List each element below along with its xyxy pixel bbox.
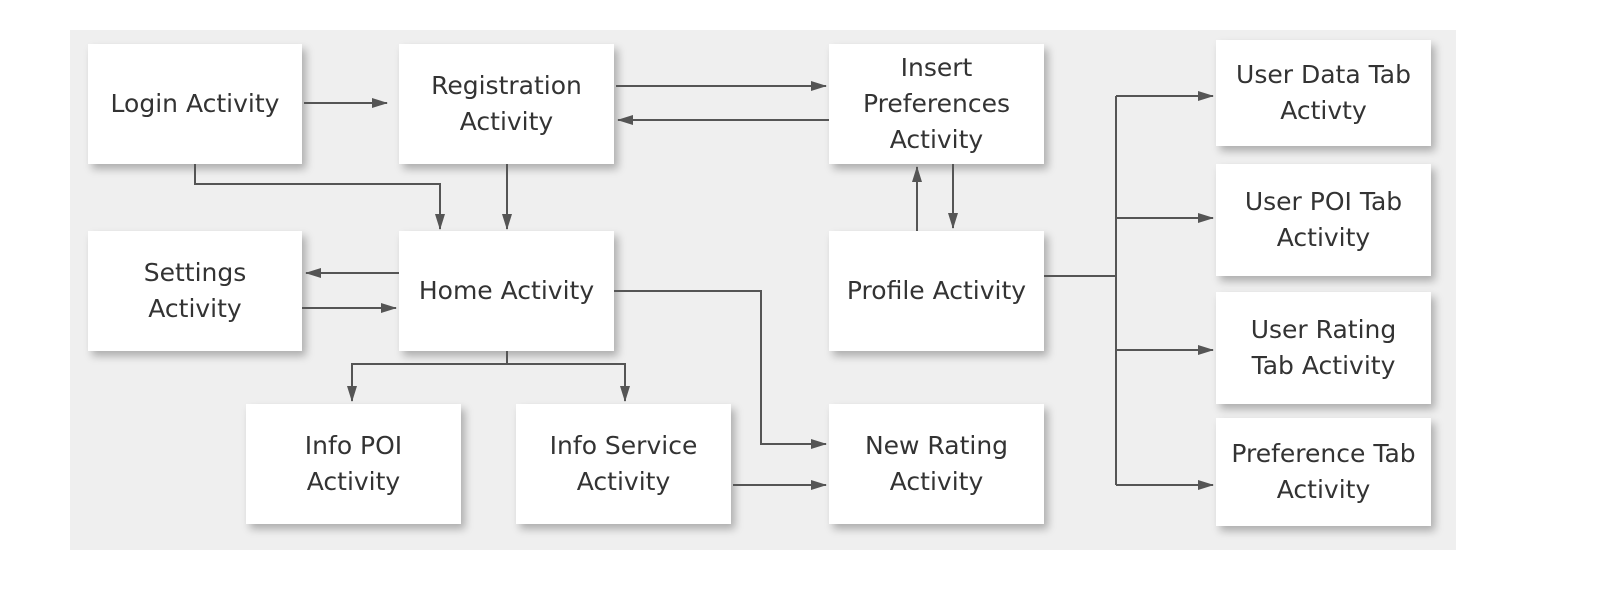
node-label: Login Activity bbox=[110, 89, 280, 118]
node-label: Settings Activity bbox=[143, 258, 247, 323]
node-label: User Rating Tab Activity bbox=[1250, 315, 1397, 380]
edge-home-to-info-service bbox=[507, 363, 630, 402]
insert-preferences-activity-node: Insert Preferences Activity bbox=[829, 44, 1044, 164]
info-service-activity-node: Info Service Activity bbox=[516, 404, 731, 524]
settings-activity-node: Settings Activity bbox=[88, 231, 302, 351]
edge-profile-trunk bbox=[1044, 96, 1117, 485]
node-label: Registration Activity bbox=[431, 71, 582, 136]
node-label: New Rating Activity bbox=[864, 431, 1009, 496]
node-label: Profile Activity bbox=[846, 276, 1027, 305]
node-label: Insert Preferences Activity bbox=[862, 53, 1011, 154]
home-activity-node: Home Activity bbox=[399, 231, 614, 351]
user-rating-tab-activity-node: User Rating Tab Activity bbox=[1216, 292, 1431, 404]
preference-tab-activity-node: Preference Tab Activity bbox=[1216, 418, 1431, 526]
edge-home-to-new-rating bbox=[614, 290, 827, 449]
info-poi-activity-node: Info POI Activity bbox=[246, 404, 461, 524]
registration-activity-node: Registration Activity bbox=[399, 44, 614, 164]
profile-activity-node: Profile Activity bbox=[829, 231, 1044, 351]
user-data-tab-activity-node: User Data Tab Activty bbox=[1216, 40, 1431, 146]
new-rating-activity-node: New Rating Activity bbox=[829, 404, 1044, 524]
node-label: Info Service Activity bbox=[549, 431, 698, 496]
node-label: Home Activity bbox=[418, 276, 595, 305]
login-activity-node: Login Activity bbox=[88, 44, 302, 164]
user-poi-tab-activity-node: User POI Tab Activity bbox=[1216, 164, 1431, 276]
edge-home-to-info-poi bbox=[347, 363, 507, 402]
edge-login-to-home bbox=[194, 164, 445, 230]
node-label: Info POI Activity bbox=[304, 431, 403, 496]
node-label: Preference Tab Activity bbox=[1231, 439, 1416, 504]
node-label: User POI Tab Activity bbox=[1244, 187, 1403, 252]
node-label: User Data Tab Activty bbox=[1236, 60, 1411, 125]
